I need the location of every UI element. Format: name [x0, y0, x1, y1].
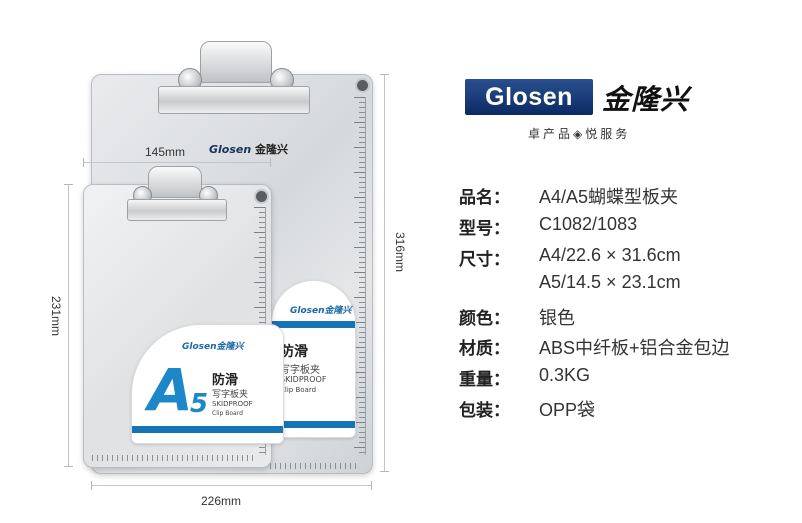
a4-card-subtitle-en: SKIDPROOF [280, 375, 327, 384]
board-logo-cn: 金隆兴 [255, 143, 289, 156]
spec-value: A4/A5蝴蝶型板夹 [539, 187, 679, 207]
a5-card-stripe [132, 426, 283, 433]
a4-width-tick-right [371, 481, 372, 490]
spec-key: 材质： [459, 339, 510, 359]
a5-width-tick-right [270, 158, 271, 167]
a4-card-stripe-bottom [272, 421, 355, 428]
a4-label-card: Glosen金隆兴 防滑 写字板夹 SKIDPROOF Clip Board [271, 280, 356, 438]
a4-side-ruler-major [354, 97, 365, 455]
a5-card-subtitle-cn: 写字板夹 [212, 390, 249, 400]
a4-clip-wing [200, 41, 272, 83]
board-logo: Glosen 金隆兴 [209, 141, 288, 157]
a5-hang-hole [254, 189, 269, 204]
spec-key: 尺寸： [459, 250, 510, 270]
a4-height-label: 316mm [393, 232, 407, 273]
a4-card-stripe [272, 321, 355, 328]
brand-logo: Glosen [465, 79, 593, 115]
a5-clip-plate [127, 199, 227, 221]
spec-key: 包装： [459, 401, 510, 421]
board-logo-latin: Glosen [209, 143, 252, 156]
spec-value: OPP袋 [539, 400, 596, 420]
brand-slogan: 卓产品◈悦服务 [528, 127, 631, 141]
spec-value: ABS中纤板+铝合金包边 [539, 338, 730, 358]
a5-card-subtitle-en: SKIDPROOF [212, 400, 253, 408]
a4-clip-plate [158, 86, 310, 114]
a5-height-tick-bottom [64, 466, 73, 467]
hang-hole [355, 78, 370, 93]
a5-clip-wing [148, 166, 202, 198]
spec-key: 品名： [459, 188, 510, 208]
a5-card-logo: Glosen金隆兴 [182, 342, 244, 352]
a4-height-line [384, 74, 385, 472]
spec-key: 型号： [459, 219, 510, 239]
spec-key: 颜色： [459, 309, 510, 329]
a5-width-tick-left [83, 158, 84, 167]
a5-height-label: 231mm [49, 296, 63, 337]
spec-value: C1082/1083 [539, 214, 638, 234]
a5-height-line [68, 184, 69, 467]
a5-card-subtitle-en2: Clip Board [212, 410, 243, 417]
a4-card-title: 防滑 [280, 344, 308, 360]
a4-width-tick-left [91, 481, 92, 490]
spec-value: 0.3KG [539, 365, 591, 385]
a5-card-big-letter: A [148, 356, 193, 424]
spec-value-line2: A5/14.5 × 23.1cm [539, 272, 681, 292]
spec-key: 重量： [459, 370, 510, 390]
a5-bottom-ruler [92, 451, 257, 461]
a5-card-title: 防滑 [212, 373, 239, 388]
a5-height-tick-top [64, 184, 73, 185]
a5-width-label: 145mm [145, 145, 186, 159]
a5-label-card: Glosen金隆兴 A 5 防滑 写字板夹 SKIDPROOF Clip Boa… [131, 324, 284, 444]
a4-card-subtitle-cn: 写字板夹 [280, 365, 320, 376]
brand-logo-cn: 金隆兴 [602, 83, 690, 116]
a5-card-big-number: 5 [190, 389, 209, 419]
spec-value: A4/22.6 × 31.6cm [539, 245, 681, 265]
a4-card-logo: Glosen金隆兴 [290, 306, 352, 316]
a5-width-line [83, 162, 271, 163]
a4-card-subtitle-en2: Clip Board [280, 386, 317, 394]
a4-height-tick-bottom [380, 471, 389, 472]
a4-bottom-ruler [270, 459, 360, 469]
a4-width-line [91, 485, 372, 486]
a4-width-label: 226mm [201, 494, 242, 508]
spec-value: 银色 [539, 308, 575, 328]
a4-height-tick-top [380, 74, 389, 75]
